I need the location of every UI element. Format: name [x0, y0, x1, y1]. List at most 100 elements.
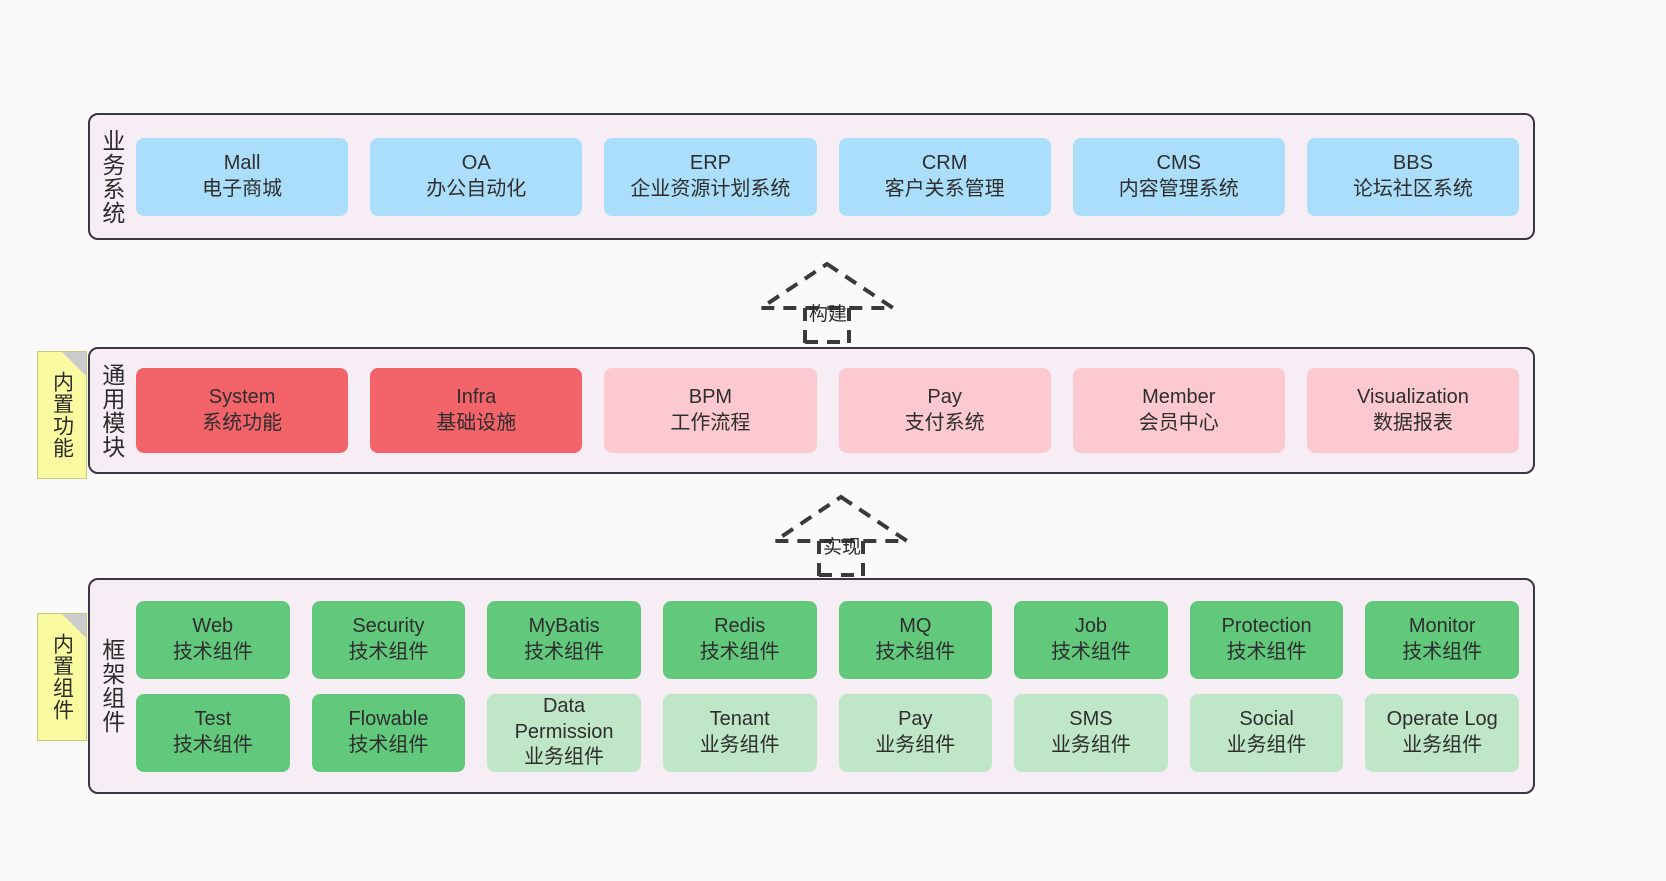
- card-data-permission-subtitle: 业务组件: [524, 746, 605, 769]
- card-pay-component-title: Pay: [898, 707, 933, 730]
- framework-tech-row: Web 技术组件 Security 技术组件 MyBatis 技术组件 Redi…: [136, 600, 1519, 679]
- connector-implement: 实现: [771, 491, 911, 577]
- card-bpm-title: BPM: [688, 385, 733, 408]
- card-pay-module[interactable]: Pay 支付系统: [838, 368, 1051, 453]
- card-operate-log-subtitle: 业务组件: [1402, 733, 1483, 756]
- card-bpm-subtitle: 工作流程: [670, 411, 751, 434]
- card-redis-subtitle: 技术组件: [699, 640, 780, 663]
- card-system-title: System: [208, 385, 276, 408]
- note-fold-corner-icon: [62, 352, 86, 376]
- connector-implement-label: 实现: [823, 537, 862, 558]
- card-erp-subtitle: 企业资源计划系统: [630, 177, 791, 200]
- note-builtin-features-label: 内置功能: [50, 371, 74, 459]
- card-cms-title: CMS: [1156, 151, 1201, 174]
- note-builtin-features: 内置功能: [37, 351, 87, 479]
- card-pay-component-subtitle: 业务组件: [875, 733, 956, 756]
- card-erp[interactable]: ERP 企业资源计划系统: [604, 137, 817, 216]
- card-operate-log-title: Operate Log: [1386, 707, 1498, 730]
- card-cms[interactable]: CMS 内容管理系统: [1072, 137, 1285, 216]
- card-job-subtitle: 技术组件: [1050, 640, 1131, 663]
- layer-common-modules-body: System 系统功能 Infra 基础设施 BPM 工作流程 Pay 支付系统…: [132, 349, 1533, 472]
- layer-business-system-body: Mall 电子商城 OA 办公自动化 ERP 企业资源计划系统 CRM 客户关系…: [132, 115, 1533, 238]
- note-fold-corner-icon: [62, 614, 86, 638]
- card-visualization-title: Visualization: [1356, 385, 1469, 408]
- card-erp-title: ERP: [689, 151, 731, 174]
- layer-framework-components: 框架组件 Web 技术组件 Security 技术组件 MyBatis 技术组件…: [88, 578, 1535, 794]
- card-bpm[interactable]: BPM 工作流程: [604, 368, 817, 453]
- connector-implement-arrow-icon: [771, 494, 911, 577]
- card-monitor[interactable]: Monitor 技术组件: [1365, 600, 1519, 679]
- modules-card-row: System 系统功能 Infra 基础设施 BPM 工作流程 Pay 支付系统…: [136, 368, 1520, 453]
- card-security-title: Security: [352, 614, 425, 637]
- card-oa-title: OA: [461, 151, 491, 174]
- card-job-title: Job: [1074, 614, 1108, 637]
- card-crm[interactable]: CRM 客户关系管理: [838, 137, 1051, 216]
- card-sms-title: SMS: [1069, 707, 1113, 730]
- layer-framework-components-title: 框架组件: [98, 638, 125, 734]
- card-test-subtitle: 技术组件: [172, 733, 253, 756]
- card-tenant-subtitle: 业务组件: [699, 733, 780, 756]
- card-infra-title: Infra: [456, 385, 497, 408]
- card-pay-module-title: Pay: [927, 385, 962, 408]
- card-pay-component[interactable]: Pay 业务组件: [838, 693, 993, 772]
- layer-common-modules: 通用模块 System 系统功能 Infra 基础设施 BPM 工作流程 Pay: [88, 347, 1535, 474]
- card-flowable[interactable]: Flowable 技术组件: [311, 693, 466, 772]
- layer-business-system-title: 业务系统: [98, 128, 125, 225]
- card-operate-log[interactable]: Operate Log 业务组件: [1365, 693, 1519, 772]
- card-mall-subtitle: 电子商城: [202, 177, 283, 200]
- card-mall-title: Mall: [223, 151, 261, 174]
- card-data-permission[interactable]: Data Permission 业务组件: [487, 693, 641, 772]
- connector-build: 构建: [757, 258, 897, 344]
- card-mall[interactable]: Mall 电子商城: [136, 137, 349, 216]
- card-social[interactable]: Social 业务组件: [1189, 693, 1344, 772]
- card-crm-subtitle: 客户关系管理: [884, 177, 1005, 200]
- note-builtin-components: 内置组件: [37, 613, 87, 741]
- note-builtin-components-label: 内置组件: [50, 633, 74, 721]
- layer-business-system: 业务系统 Mall 电子商城 OA 办公自动化 ERP 企业资源计划系统 CRM: [88, 113, 1535, 240]
- card-oa[interactable]: OA 办公自动化: [370, 137, 583, 216]
- card-crm-title: CRM: [921, 151, 968, 174]
- card-test[interactable]: Test 技术组件: [136, 693, 290, 772]
- business-card-row: Mall 电子商城 OA 办公自动化 ERP 企业资源计划系统 CRM 客户关系…: [136, 137, 1520, 216]
- card-protection-subtitle: 技术组件: [1226, 640, 1307, 663]
- card-sms-subtitle: 业务组件: [1050, 733, 1131, 756]
- card-bbs-title: BBS: [1392, 151, 1433, 174]
- card-member[interactable]: Member 会员中心: [1072, 368, 1285, 453]
- card-web-subtitle: 技术组件: [172, 640, 253, 663]
- card-bbs[interactable]: BBS 论坛社区系统: [1306, 137, 1520, 216]
- card-pay-module-subtitle: 支付系统: [904, 411, 985, 434]
- card-mybatis[interactable]: MyBatis 技术组件: [487, 600, 641, 679]
- connector-build-label: 构建: [809, 304, 848, 325]
- card-web-title: Web: [192, 614, 234, 637]
- card-mq-subtitle: 技术组件: [875, 640, 956, 663]
- card-social-subtitle: 业务组件: [1226, 733, 1307, 756]
- framework-business-row: Test 技术组件 Flowable 技术组件 Data Permission …: [136, 693, 1519, 772]
- card-monitor-subtitle: 技术组件: [1402, 640, 1483, 663]
- card-test-title: Test: [194, 707, 232, 730]
- card-mybatis-title: MyBatis: [528, 614, 600, 637]
- card-flowable-subtitle: 技术组件: [348, 733, 429, 756]
- card-social-title: Social: [1239, 707, 1294, 730]
- card-mq-title: MQ: [899, 614, 932, 637]
- card-member-subtitle: 会员中心: [1138, 411, 1219, 434]
- card-protection[interactable]: Protection 技术组件: [1189, 600, 1344, 679]
- card-infra-subtitle: 基础设施: [436, 411, 517, 434]
- card-tenant[interactable]: Tenant 业务组件: [662, 693, 817, 772]
- card-system[interactable]: System 系统功能: [136, 368, 349, 453]
- card-job[interactable]: Job 技术组件: [1014, 600, 1168, 679]
- card-security[interactable]: Security 技术组件: [311, 600, 466, 679]
- card-web[interactable]: Web 技术组件: [136, 600, 290, 679]
- card-data-permission-title: Data Permission: [514, 695, 614, 743]
- card-visualization[interactable]: Visualization 数据报表: [1306, 368, 1520, 453]
- card-mybatis-subtitle: 技术组件: [524, 640, 605, 663]
- card-protection-title: Protection: [1221, 614, 1312, 637]
- card-bbs-subtitle: 论坛社区系统: [1352, 177, 1473, 200]
- card-cms-subtitle: 内容管理系统: [1118, 177, 1239, 200]
- card-tenant-title: Tenant: [709, 707, 770, 730]
- card-infra[interactable]: Infra 基础设施: [370, 368, 583, 453]
- card-mq[interactable]: MQ 技术组件: [838, 600, 993, 679]
- card-flowable-title: Flowable: [348, 707, 429, 730]
- card-sms[interactable]: SMS 业务组件: [1014, 693, 1168, 772]
- card-redis[interactable]: Redis 技术组件: [662, 600, 817, 679]
- layer-framework-components-body: Web 技术组件 Security 技术组件 MyBatis 技术组件 Redi…: [132, 580, 1533, 792]
